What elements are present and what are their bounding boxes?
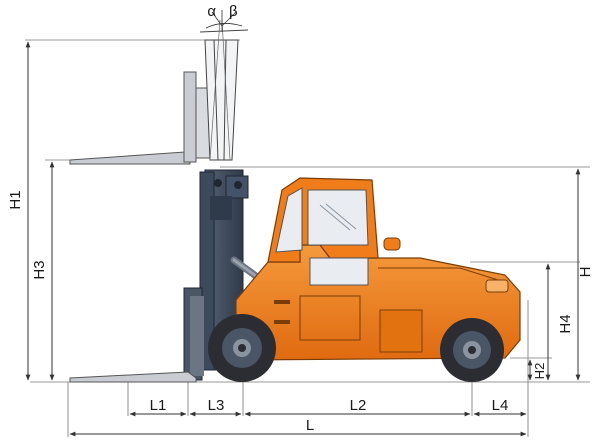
l3-label: L3 <box>208 397 225 414</box>
h3-label: H3 <box>31 260 48 279</box>
dimension-labels: α β H1 H3 H H4 H2 L1 L3 L2 L4 L <box>7 3 594 434</box>
l-label: L <box>306 417 314 434</box>
h1-label: H1 <box>7 190 24 209</box>
dimension-lines <box>25 10 581 437</box>
lowered-fork-carriage <box>69 287 204 383</box>
h4-label: H4 <box>557 314 574 333</box>
l1-label: L1 <box>150 397 167 414</box>
h-label: H <box>577 267 594 278</box>
h2-label: H2 <box>532 363 547 380</box>
l4-label: L4 <box>492 397 509 414</box>
l2-label: L2 <box>350 397 367 414</box>
raised-fork-assembly <box>69 71 211 165</box>
extended-mast-outline <box>199 19 249 161</box>
beta-label: β <box>229 3 238 20</box>
alpha-label: α <box>207 3 216 20</box>
front-wheel <box>208 314 276 382</box>
rear-wheel <box>440 318 504 382</box>
